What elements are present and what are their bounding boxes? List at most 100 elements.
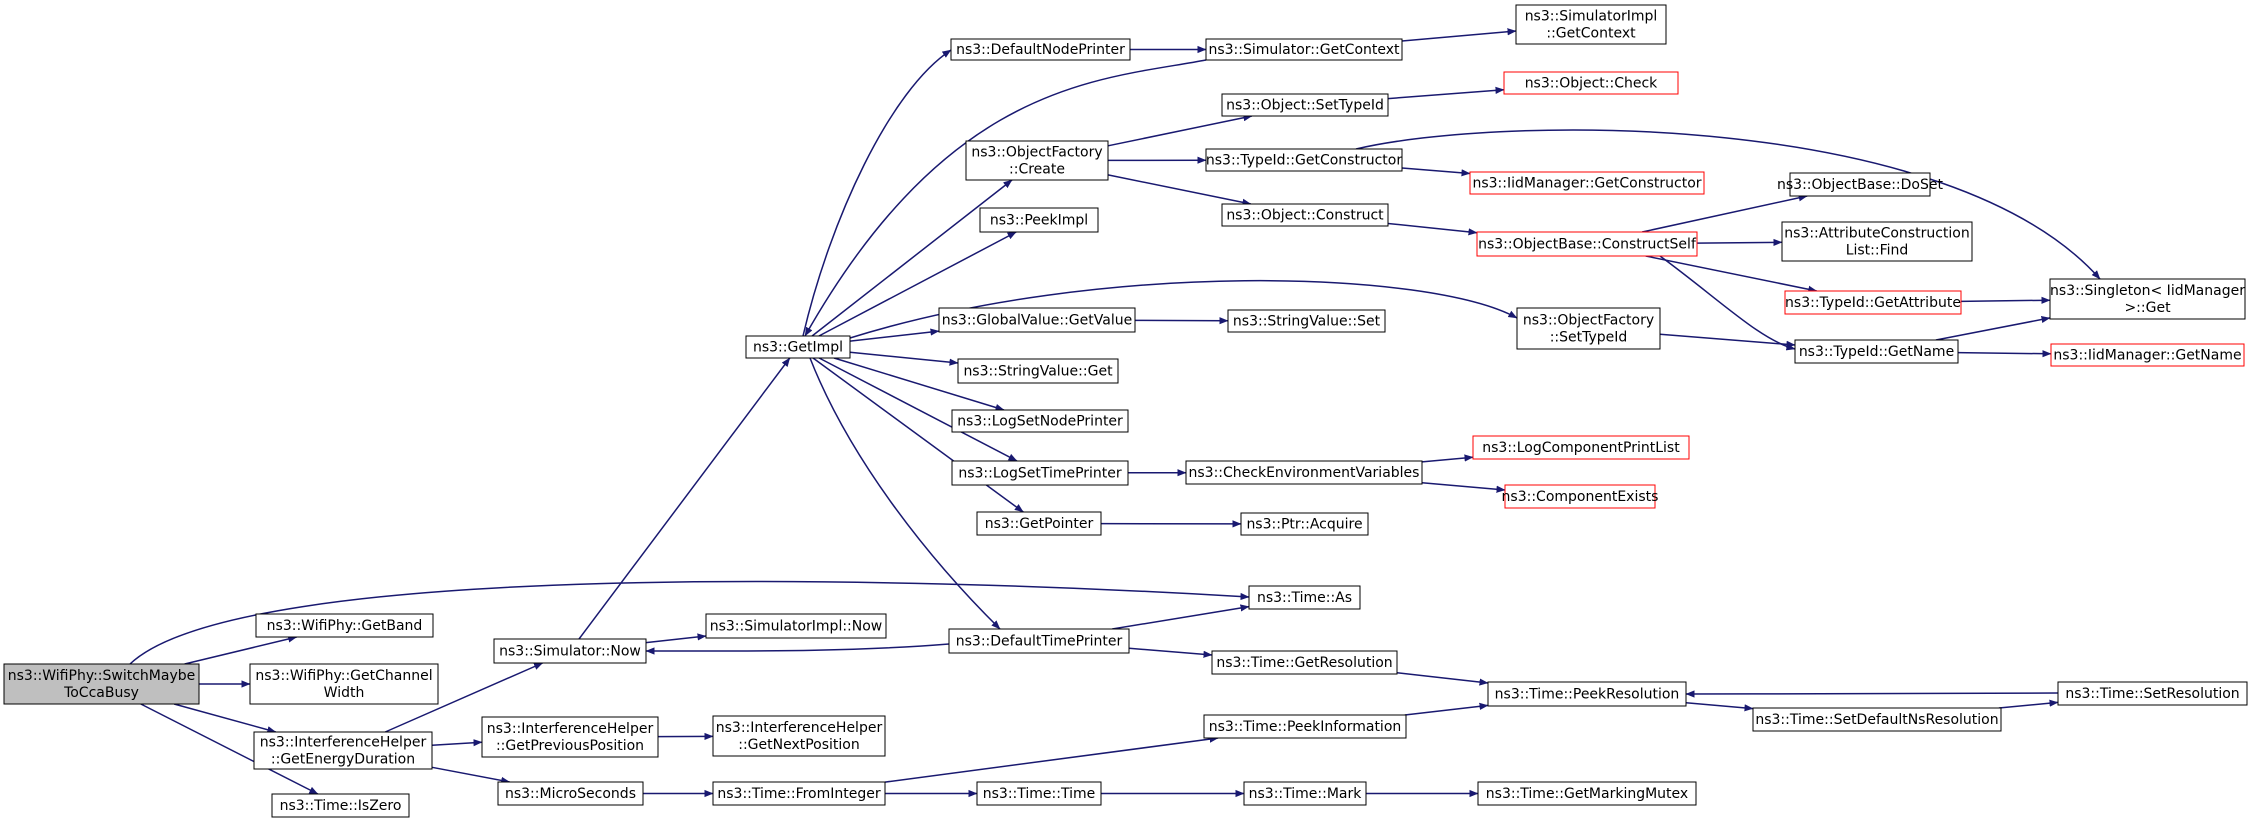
edge-objcon-to-obcs xyxy=(1387,222,1478,236)
node-timepi[interactable]: ns3::Time::PeekInformation xyxy=(1203,714,1407,739)
edge-getimpl-to-getptr xyxy=(812,357,1024,513)
node-iszero[interactable]: ns3::Time::IsZero xyxy=(271,793,410,818)
node-timegr[interactable]: ns3::Time::GetResolution xyxy=(1211,650,1398,675)
edge-root-to-ihged xyxy=(173,703,277,734)
node-lstp[interactable]: ns3::LogSetTimePrinter xyxy=(951,460,1129,486)
node-objcon[interactable]: ns3::Object::Construct xyxy=(1221,203,1389,227)
node-tign[interactable]: ns3::TypeId::GetName xyxy=(1794,339,1959,364)
node-siminow[interactable]: ns3::SimulatorImpl::Now xyxy=(705,613,887,639)
edge-deftime-to-timeas xyxy=(1112,604,1250,630)
node-compex[interactable]: ns3::ComponentExists xyxy=(1502,484,1659,509)
edge-tign-to-iidgn xyxy=(1957,350,2052,358)
node-tsdnr[interactable]: ns3::Time::SetDefaultNsResolution xyxy=(1752,707,2002,732)
node-ihgpp[interactable]: ns3::InterferenceHelper::GetPreviousPosi… xyxy=(481,716,659,758)
edge-ofsti-to-tign xyxy=(1659,333,1796,348)
node-ihgnp[interactable]: ns3::InterferenceHelper::GetNextPosition xyxy=(712,715,886,757)
node-gvget[interactable]: ns3::GlobalValue::GetValue xyxy=(938,307,1136,333)
node-box xyxy=(712,715,886,757)
edge-obcs-to-tign xyxy=(1659,255,1796,351)
node-box xyxy=(1243,781,1367,806)
node-box xyxy=(249,663,439,705)
node-getptr[interactable]: ns3::GetPointer xyxy=(976,511,1102,536)
node-label: ns3::WifiPhy::SwitchMaybe xyxy=(8,668,196,684)
node-simgc[interactable]: ns3::Simulator::GetContext xyxy=(1205,38,1403,61)
node-timeas[interactable]: ns3::Time::As xyxy=(1248,585,1361,610)
node-timesr[interactable]: ns3::Time::SetResolution xyxy=(2057,681,2248,706)
edge-getimpl-to-deftime xyxy=(809,357,1001,630)
node-label: ns3::TypeId::GetConstructor xyxy=(1206,153,1402,169)
node-lsnp[interactable]: ns3::LogSetNodePrinter xyxy=(951,409,1129,433)
node-iidgn[interactable]: ns3::IidManager::GetName xyxy=(2050,343,2245,367)
node-label: ns3::ObjectBase::ConstructSelf xyxy=(1478,237,1697,253)
edge-obcs-to-tiga xyxy=(1645,255,1818,293)
node-timetime[interactable]: ns3::Time::Time xyxy=(976,781,1102,806)
node-box xyxy=(1477,781,1697,806)
node-label: ns3::IidManager::GetName xyxy=(2053,348,2241,364)
node-deftime[interactable]: ns3::DefaultTimePrinter xyxy=(948,628,1130,654)
edge-timegr-to-timepr xyxy=(1396,672,1489,686)
node-fromint[interactable]: ns3::Time::FromInteger xyxy=(712,781,886,806)
node-label: ns3::Simulator::GetContext xyxy=(1208,42,1400,58)
node-ofsti[interactable]: ns3::ObjectFactory::SetTypeId xyxy=(1516,307,1661,350)
edge-obcs-to-aclf xyxy=(1696,238,1783,246)
node-lcpl[interactable]: ns3::LogComponentPrintList xyxy=(1472,435,1690,460)
node-simigc[interactable]: ns3::SimulatorImpl::GetContext xyxy=(1515,4,1667,45)
node-peekimpl[interactable]: ns3::PeekImpl xyxy=(979,207,1099,233)
node-box xyxy=(3,663,200,705)
node-timepr[interactable]: ns3::Time::PeekResolution xyxy=(1487,681,1687,707)
node-label: ::Create xyxy=(1009,162,1065,178)
node-simnow[interactable]: ns3::Simulator::Now xyxy=(493,638,647,664)
node-iidgc[interactable]: ns3::IidManager::GetConstructor xyxy=(1469,171,1705,195)
edge-getimpl-to-svget xyxy=(849,351,959,366)
node-svget[interactable]: ns3::StringValue::Get xyxy=(957,358,1119,384)
node-box xyxy=(1221,203,1389,227)
node-label: ns3::Object::Check xyxy=(1525,76,1658,92)
node-timegmm[interactable]: ns3::Time::GetMarkingMutex xyxy=(1477,781,1697,806)
node-objsti[interactable]: ns3::Object::SetTypeId xyxy=(1221,93,1389,117)
node-tiga[interactable]: ns3::TypeId::GetAttribute xyxy=(1784,290,1962,315)
node-box xyxy=(1240,512,1369,536)
node-getimpl[interactable]: ns3::GetImpl xyxy=(745,335,851,359)
edge-getimpl-to-peekimpl xyxy=(818,231,1017,337)
node-box xyxy=(938,307,1136,333)
edge-tsdnr-to-timesr xyxy=(1998,699,2059,709)
edge-getimpl-to-lstp xyxy=(818,357,1018,462)
node-box xyxy=(1515,4,1667,45)
edge-simgc-to-simigc xyxy=(1401,28,1517,42)
node-label: ns3::PeekImpl xyxy=(990,213,1088,229)
node-box xyxy=(745,335,851,359)
edge-deftime-to-simnow xyxy=(645,643,950,655)
node-label: ns3::Time::SetResolution xyxy=(2065,686,2239,702)
node-ofcreate[interactable]: ns3::ObjectFactory::Create xyxy=(965,140,1109,181)
node-box xyxy=(1221,93,1389,117)
node-label: ns3::Time::FromInteger xyxy=(717,786,880,802)
node-cev[interactable]: ns3::CheckEnvironmentVariables xyxy=(1185,460,1423,485)
node-objcheck[interactable]: ns3::Object::Check xyxy=(1503,71,1679,95)
node-ptracq[interactable]: ns3::Ptr::Acquire xyxy=(1240,512,1369,536)
node-svset[interactable]: ns3::StringValue::Set xyxy=(1227,309,1386,333)
node-label: ::GetContext xyxy=(1546,26,1636,42)
node-obds[interactable]: ns3::ObjectBase::DoSet xyxy=(1777,172,1943,197)
edge-ofcreate-to-objsti xyxy=(1107,114,1253,147)
node-box xyxy=(976,781,1102,806)
node-tigc[interactable]: ns3::TypeId::GetConstructor xyxy=(1205,148,1403,172)
node-label: ns3::WifiPhy::GetBand xyxy=(267,618,423,634)
node-label: ns3::Time::Mark xyxy=(1249,786,1363,802)
node-micro[interactable]: ns3::MicroSeconds xyxy=(497,781,644,806)
node-getband[interactable]: ns3::WifiPhy::GetBand xyxy=(255,613,434,638)
node-timemark[interactable]: ns3::Time::Mark xyxy=(1243,781,1367,806)
node-defnode[interactable]: ns3::DefaultNodePrinter xyxy=(950,38,1131,61)
node-obcs[interactable]: ns3::ObjectBase::ConstructSelf xyxy=(1476,231,1698,257)
node-singleton[interactable]: ns3::Singleton< IidManager>::Get xyxy=(2049,278,2246,320)
edge-ofcreate-to-objcon xyxy=(1107,174,1252,206)
node-box xyxy=(957,358,1119,384)
edge-simnow-to-siminow xyxy=(645,633,707,644)
node-ihged[interactable]: ns3::InterferenceHelper::GetEnergyDurati… xyxy=(253,731,433,770)
node-box xyxy=(2049,278,2246,320)
node-box xyxy=(1203,714,1407,739)
node-label: ns3::AttributeConstruction xyxy=(1784,226,1969,242)
